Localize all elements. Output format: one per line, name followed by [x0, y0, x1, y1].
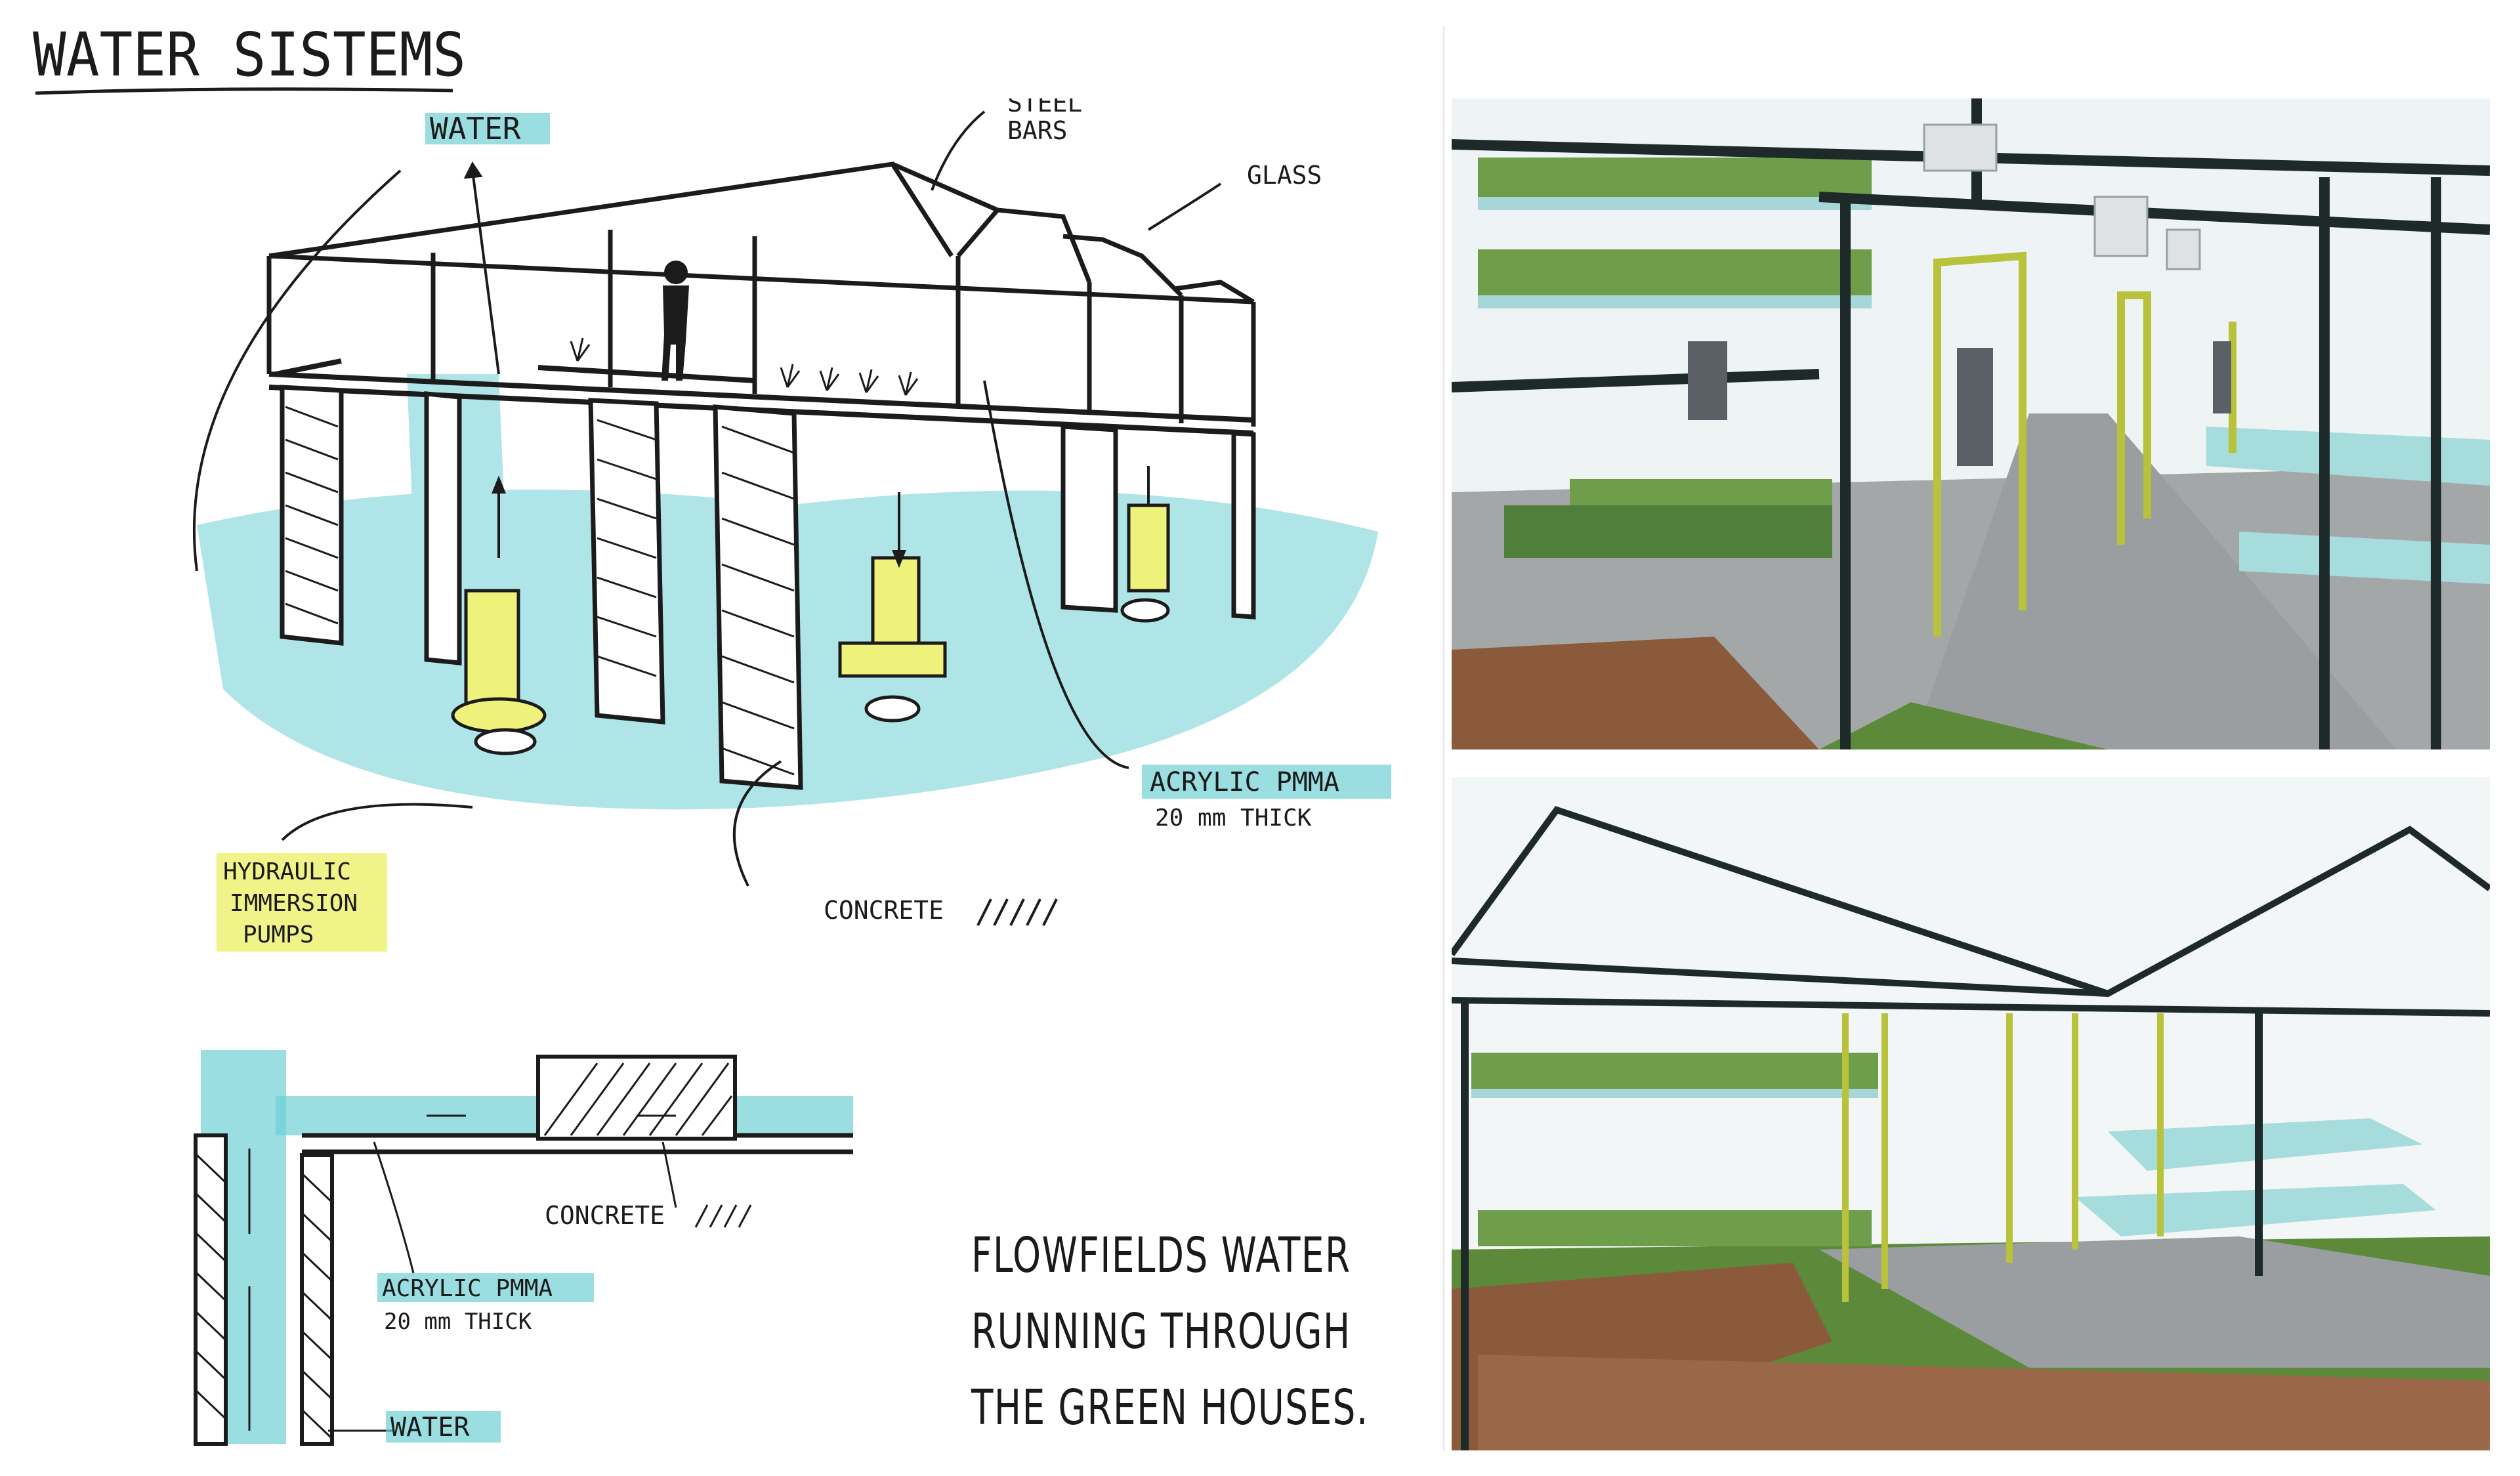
wood-bench [1478, 1355, 2490, 1450]
sketch-title: WATER SISTEMS [33, 20, 466, 95]
hydraulic-pump-2 [838, 556, 947, 723]
caption-line-2: RUNNING THROUGH [971, 1303, 1351, 1360]
render-bottom-scene [1452, 777, 2490, 1450]
label-acrylic-top-thick: 20 mm THICK [1155, 805, 1312, 832]
title-underline [35, 87, 453, 95]
roof-frame [1452, 806, 2490, 1017]
bottom-plant-shelves [1471, 1053, 1878, 1246]
label-acrylic-top: ACRYLIC PMMA [1150, 767, 1339, 797]
label-hydraulic-2: IMMERSION [230, 890, 358, 917]
caption-line-1: FLOWFIELDS WATER [971, 1227, 1351, 1284]
hydraulic-highlight [217, 853, 387, 952]
bottom-steel-posts [1461, 1000, 2263, 1450]
wood-deck [1452, 637, 1819, 749]
label-hydraulic-1: HYDRAULIC [223, 858, 351, 885]
label-glass: GLASS [1247, 161, 1322, 190]
walkway [1911, 413, 2397, 749]
greenhouse-sketch: WATER STEEL BARS GLASS ACRYLIC PMMA 20 m… [192, 98, 1391, 952]
section-concrete-hatch [543, 1063, 733, 1136]
caption-line-3: THE GREEN HOUSES. [971, 1380, 1369, 1436]
label-acrylic-section-thick: 20 mm THICK [384, 1309, 532, 1335]
hydraulic-pump-1 [451, 589, 547, 755]
people [1688, 341, 2231, 466]
section-wall-hatching [196, 1154, 332, 1439]
bottom-door-frames [1842, 1013, 2164, 1302]
render-interior-bottom [1452, 777, 2490, 1450]
gray-floor [1819, 1236, 2490, 1368]
water-highlight [425, 113, 550, 144]
ac-units [1923, 123, 2201, 270]
divider [1443, 26, 1444, 1450]
label-hydraulic-3: PUMPS [243, 921, 314, 948]
hydraulic-pump-3 [1120, 503, 1170, 623]
label-water-section: WATER [390, 1412, 470, 1443]
label-concrete-top: CONCRETE [824, 896, 944, 925]
render-interior-top [1452, 98, 2490, 749]
caption: FLOWFIELDS WATER RUNNING THROUGH THE GRE… [971, 1217, 1369, 1446]
label-steel-bars-2: BARS [1007, 116, 1068, 145]
section-detail: CONCRETE ACRYLIC PMMA 20 mm THICK WATER [194, 1050, 853, 1446]
section-concrete-symbol [694, 1204, 752, 1228]
section-leader-lines [328, 1141, 677, 1432]
section-water-highlight [386, 1411, 501, 1443]
grass [1819, 702, 2108, 749]
title-text: WATER SISTEMS [33, 20, 466, 90]
acrylic-highlight [1142, 765, 1391, 799]
leader-lines [192, 110, 1222, 887]
water-channels [2206, 427, 2490, 584]
concrete-hatch-symbol [976, 898, 1058, 926]
column-hatching [285, 406, 795, 776]
flow-arrows [463, 161, 1150, 568]
label-water-top: WATER [430, 111, 521, 146]
section-flow-arrows [248, 1114, 676, 1431]
steel-frame-roof [266, 161, 1256, 427]
render-top-scene [1452, 98, 2490, 749]
plant-row [570, 337, 919, 396]
plant-shelves [1478, 158, 1872, 558]
label-acrylic-section: ACRYLIC PMMA [382, 1275, 553, 1302]
section-acrylic-highlight [377, 1273, 594, 1302]
label-steel-bars-1: STEEL [1007, 98, 1082, 117]
label-concrete-section: CONCRETE [545, 1201, 665, 1230]
concrete-columns [280, 385, 1256, 790]
section-concrete-block [536, 1055, 737, 1141]
door-frames [1933, 251, 2236, 637]
person-silhouette [662, 261, 689, 381]
